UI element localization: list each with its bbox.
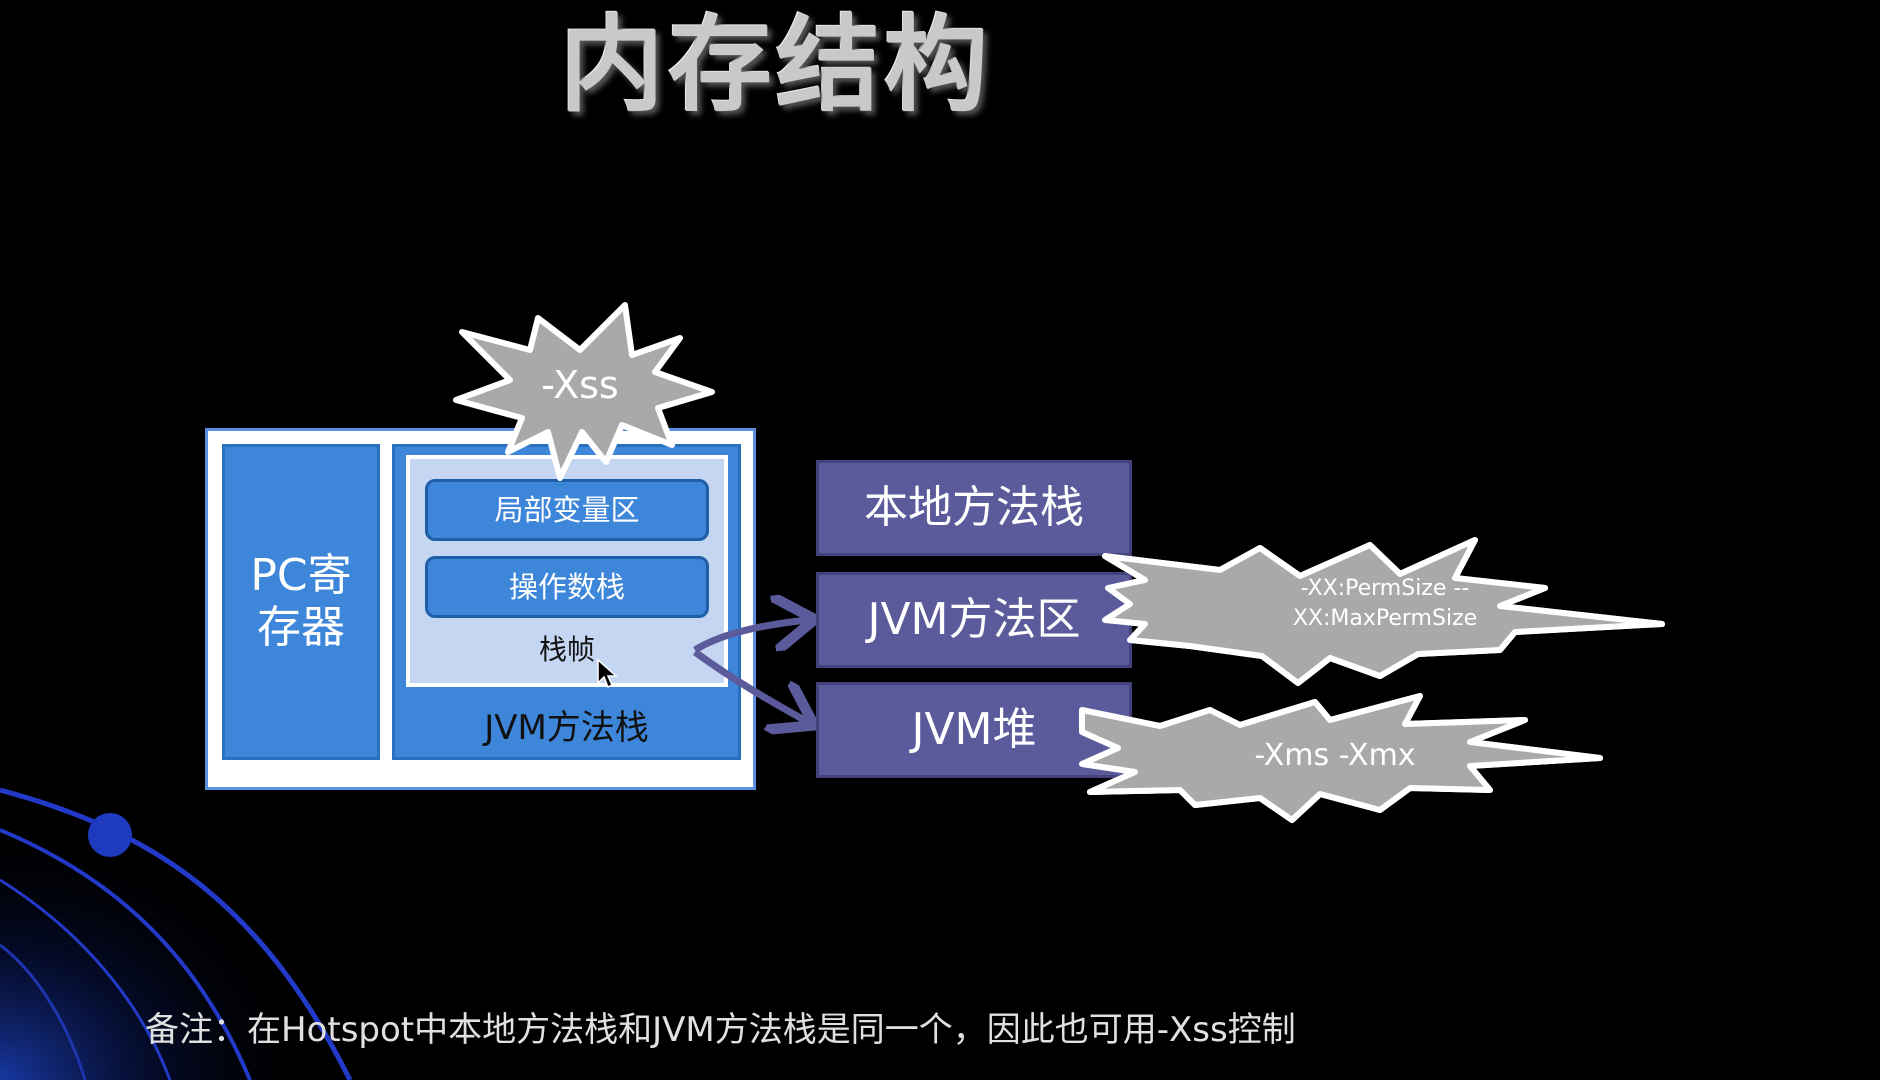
pc-register-box: PC寄存器 [222,444,380,760]
jvm-stack-label: JVM方法栈 [484,708,649,748]
method-area-box: JVM方法区 [816,572,1132,668]
slide-note: 备注：在Hotspot中本地方法栈和JVM方法栈是同一个，因此也可用-Xss控制 [145,1010,1296,1050]
stack-frame-label: 栈帧 [538,633,595,666]
arrow-to-method-area [693,620,808,653]
pc-register-label: PC寄存器 [250,550,352,653]
permsize-burst-label: -XX:PermSize --XX:MaxPermSize [1292,576,1478,631]
xms-burst-label: -Xms -Xmx [1254,738,1416,773]
operand-stack-box: 操作数栈 [425,556,709,618]
arrow-to-heap [692,649,808,722]
local-vars-box: 局部变量区 [425,479,709,541]
mouse-cursor-icon [597,659,617,689]
xss-burst-label: -Xss [541,363,619,407]
native-stack-box: 本地方法栈 [816,460,1132,556]
slide-title: 内存结构 [560,4,993,126]
xss-burst-shape [453,302,715,481]
